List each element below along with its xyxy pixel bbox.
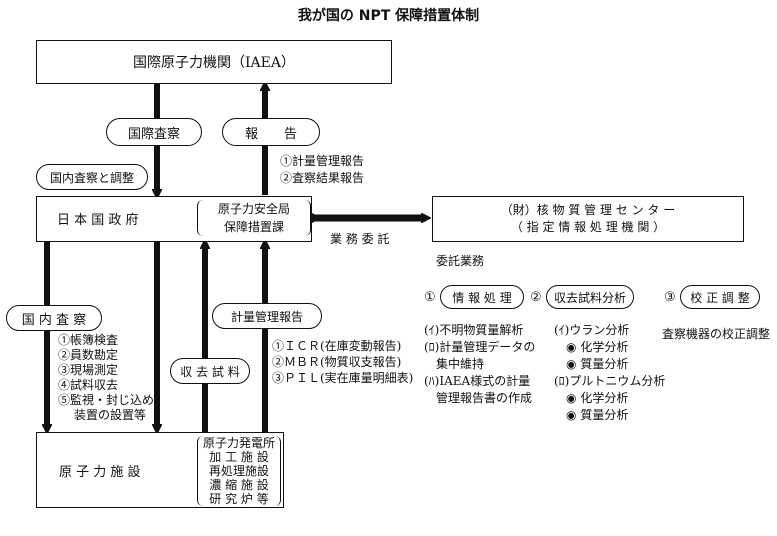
government-box: 日 本 国 政 府 原子力安全局 保障措置課 [36, 196, 312, 242]
task-subitem-label: 化学分析 [580, 340, 629, 354]
iaea-box: 国際原子力機関（IAEA） [36, 40, 392, 84]
sample-collection-label: 収 去 試 料 [170, 358, 250, 384]
report-types: ①ＩＣＲ(在庫変動報告) ②ＭＢＲ(物質収支報告) ③ＰＩＬ(実在庫量明細表) [272, 338, 413, 386]
task-item: 集中維持 [424, 357, 485, 371]
task-subitem: ◉ 質量分析 [554, 407, 665, 424]
report-type: ②ＭＢＲ(物質収支報告) [272, 355, 402, 369]
task-subitem-label: 質量分析 [580, 357, 629, 371]
task-item: (ﾊ)IAEA様式の計量 [424, 374, 531, 388]
task-sample-analysis: 収去試料分析 [546, 285, 634, 309]
facility-name: 原 子 力 施 設 [59, 465, 141, 480]
report-label: 報 告 [222, 118, 320, 146]
intl-inspection-label: 国際査察 [106, 118, 202, 146]
government-name: 日 本 国 政 府 [57, 213, 139, 228]
report-type: ③ＰＩＬ(実在庫量明細表) [272, 371, 414, 385]
domestic-coordination-label: 国内査察と調整 [36, 164, 148, 190]
task-subitem: ◉ 質量分析 [554, 356, 665, 373]
center-designation: （ 指 定 情 報 処 理 機 関 ） [510, 220, 666, 234]
facility-type: 再処理施設 [208, 464, 269, 478]
task-item: (ﾛ)計量管理データの [424, 340, 536, 354]
tasks-header: 委託業務 [436, 254, 485, 268]
bullet-icon: ◉ [566, 357, 577, 371]
domestic-inspection-label: 国 内 査 察 [6, 305, 102, 331]
report-item: ②査察結果報告 [280, 171, 365, 185]
task-num: ② [530, 290, 542, 305]
report-type: ①ＩＣＲ(在庫変動報告) [272, 339, 402, 353]
bullet-icon: ◉ [566, 340, 577, 354]
inspection-item: ④試料収去 [58, 378, 119, 392]
task-num: ① [424, 290, 436, 305]
inspection-item: ①帳簿検査 [58, 333, 119, 347]
inspection-item: ②員数勘定 [58, 348, 119, 362]
sample-analysis-items: (ｲ)ウラン分析 ◉ 化学分析 ◉ 質量分析 (ﾛ)プルトニウム分析 ◉ 化学分… [554, 322, 665, 424]
facility-type: 研 究 炉 等 [209, 492, 269, 506]
report-item: ①計量管理報告 [280, 154, 365, 168]
inspection-item: 装置の設置等 [74, 408, 147, 422]
bullet-icon: ◉ [566, 408, 577, 422]
domestic-inspection-items: ①帳簿検査 ②員数勘定 ③現場測定 ④試料収去 ⑤監視・封じ込め 装置の設置等 [58, 333, 155, 423]
info-processing-items: (ｲ)不明物質量解析 (ﾛ)計量管理データの 集中維持 (ﾊ)IAEA様式の計量… [424, 322, 535, 407]
task-item: (ｲ)不明物質量解析 [424, 323, 524, 337]
facility-types: 原子力発電所 加 工 施 設 再処理施設 濃 縮 施 設 研 究 炉 等 [197, 436, 281, 506]
task-calibration: 校 正 調 整 [680, 285, 760, 309]
facility-type: 濃 縮 施 設 [209, 478, 269, 492]
task-item: (ﾛ)プルトニウム分析 [554, 374, 666, 388]
task-info-processing: 情 報 処 理 [440, 285, 524, 309]
center-name: （財）核 物 質 管 理 セ ン タ ー [500, 203, 676, 217]
facility-type: 加 工 施 設 [209, 450, 269, 464]
task-item: 管理報告書の作成 [424, 391, 533, 405]
task-subitem-label: 化学分析 [580, 391, 629, 405]
task-subitem-label: 質量分析 [580, 408, 629, 422]
accounting-report-label: 計量管理報告 [212, 303, 322, 329]
bureau-line: 保障措置課 [223, 220, 284, 234]
center-box: （財）核 物 質 管 理 セ ン タ ー （ 指 定 情 報 処 理 機 関 ） [432, 196, 744, 242]
page-title: 我が国の NPT 保障措置体制 [297, 8, 480, 24]
task-subitem: ◉ 化学分析 [554, 339, 665, 356]
report-items: ①計量管理報告 ②査察結果報告 [280, 153, 364, 187]
entrust-label: 業 務 委 託 [330, 232, 390, 246]
task-subitem: ◉ 化学分析 [554, 390, 665, 407]
inspection-item: ⑤監視・封じ込め [58, 393, 155, 407]
inspection-item: ③現場測定 [58, 363, 119, 377]
safeguards-bureau: 原子力安全局 保障措置課 [197, 200, 311, 236]
bullet-icon: ◉ [566, 391, 577, 405]
bureau-line: 原子力安全局 [217, 202, 290, 216]
facility-type: 原子力発電所 [202, 436, 275, 450]
task-item: (ｲ)ウラン分析 [554, 323, 630, 337]
facility-box: 原 子 力 施 設 原子力発電所 加 工 施 設 再処理施設 濃 縮 施 設 研… [36, 432, 284, 508]
calibration-item: 査察機器の校正調整 [662, 327, 771, 341]
task-num: ③ [664, 290, 676, 305]
